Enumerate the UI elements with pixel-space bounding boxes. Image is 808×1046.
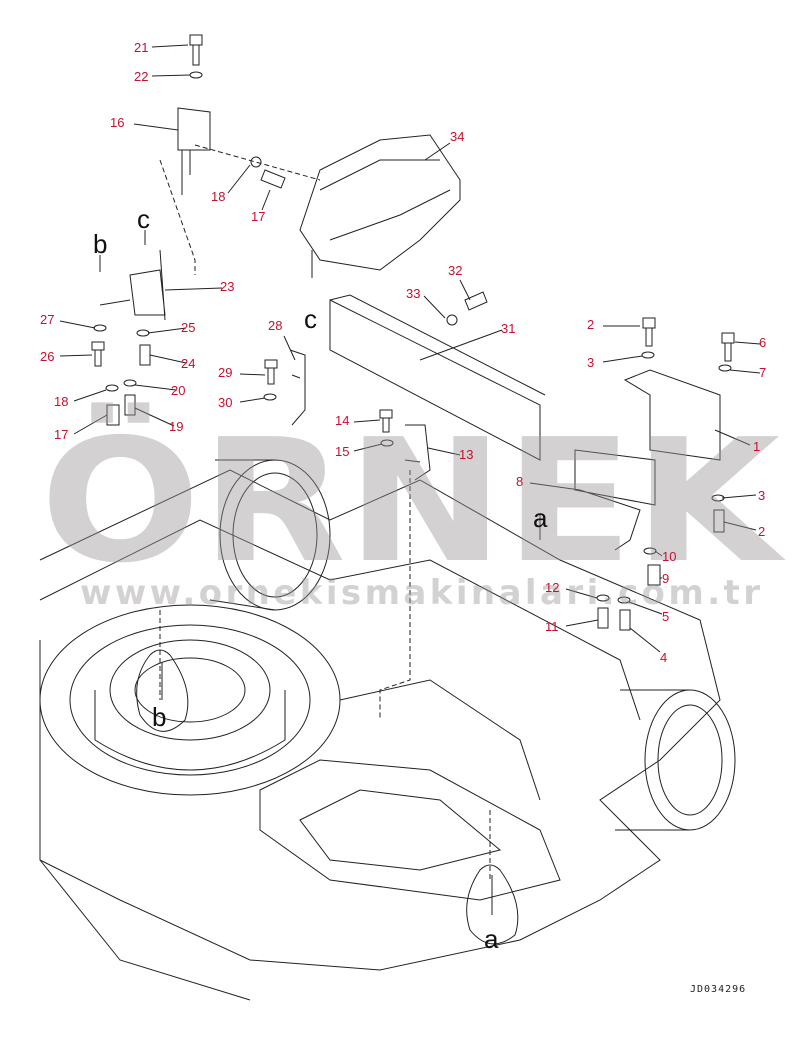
part-label: 14 (335, 413, 349, 428)
part-label: 29 (218, 365, 232, 380)
view-ref-a: a (533, 503, 548, 533)
view-ref-c: c (137, 204, 150, 234)
part-label: 3 (587, 355, 594, 370)
parts-drawing (59, 34, 761, 945)
part-label: 33 (406, 286, 420, 301)
part-label: 12 (545, 580, 559, 595)
watermark-url: www.ornekismakinalari.com.tr (80, 573, 760, 613)
part-label: 16 (110, 115, 124, 130)
part-label: 6 (759, 335, 766, 350)
part-label: 8 (516, 474, 523, 489)
watermark-logo: ÖRNEK (40, 402, 786, 601)
part-label: 1 (753, 439, 760, 454)
part-label: 15 (335, 444, 349, 459)
revolving-frame-drawing (39, 459, 736, 1001)
part-label: 31 (501, 321, 515, 336)
part-label: 25 (181, 320, 195, 335)
part-label: 7 (759, 365, 766, 380)
part-label: 4 (660, 650, 667, 665)
part-label: 32 (448, 263, 462, 278)
view-ref-c: c (304, 304, 317, 334)
part-label: 34 (450, 129, 464, 144)
part-label: 24 (181, 356, 195, 371)
part-label: 18 (54, 394, 68, 409)
part-label: 2 (587, 317, 594, 332)
view-ref-a: a (484, 924, 499, 954)
view-ref-b: b (93, 229, 107, 259)
view-ref-b: b (152, 702, 166, 732)
part-label: 18 (211, 189, 225, 204)
part-label: 19 (169, 419, 183, 434)
part-label: 3 (758, 488, 765, 503)
part-labels: 21 22 16 34 18 17 23 32 33 27 25 28 31 2… (40, 40, 766, 665)
part-label: 27 (40, 312, 54, 327)
part-label: 17 (54, 427, 68, 442)
part-label: 30 (218, 395, 232, 410)
part-label: 5 (662, 609, 669, 624)
part-label: 23 (220, 279, 234, 294)
part-label: 28 (268, 318, 282, 333)
part-label: 22 (134, 69, 148, 84)
part-label: 2 (758, 524, 765, 539)
part-label: 21 (134, 40, 148, 55)
part-label: 26 (40, 349, 54, 364)
part-label: 20 (171, 383, 185, 398)
part-label: 11 (545, 619, 559, 634)
view-refs: c b c a b a (93, 204, 548, 954)
part-label: 9 (662, 571, 669, 586)
part-label: 10 (662, 549, 676, 564)
watermark: ÖRNEK www.ornekismakinalari.com.tr (40, 402, 786, 613)
part-label: 17 (251, 209, 265, 224)
part-label: 13 (459, 447, 473, 462)
drawing-code: JD034296 (690, 984, 746, 995)
